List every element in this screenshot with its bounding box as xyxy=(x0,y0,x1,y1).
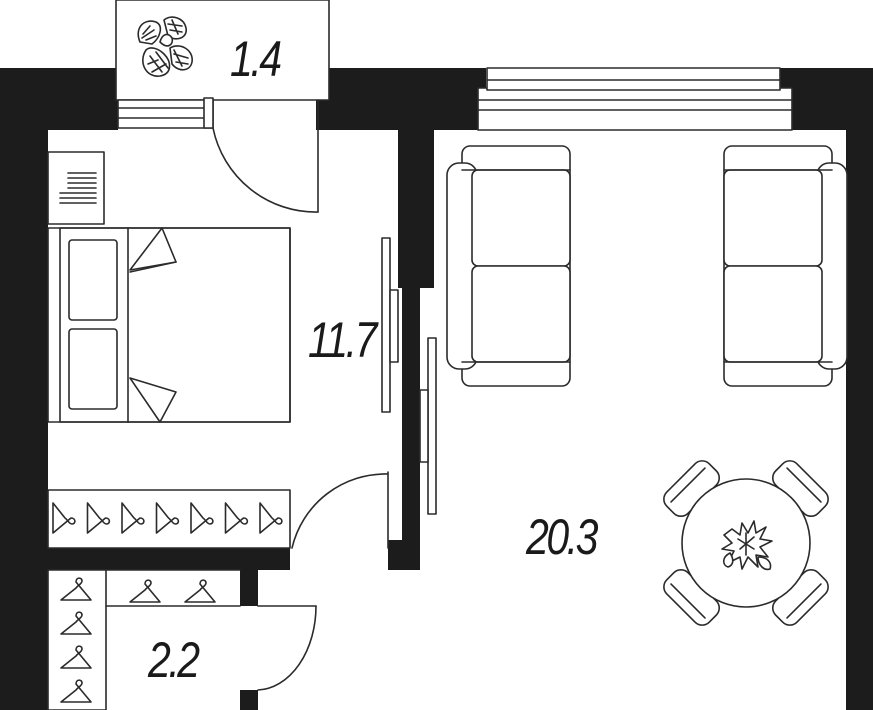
hanger-icon xyxy=(155,502,180,534)
dresser xyxy=(47,151,105,225)
hanger-icon xyxy=(129,579,161,603)
hanger-icon xyxy=(60,577,92,601)
plant-icon xyxy=(137,16,193,77)
wardrobe-icon xyxy=(47,489,291,549)
hanger-icon xyxy=(190,502,214,534)
door-icon xyxy=(291,471,389,549)
dining-table-icon xyxy=(663,460,829,626)
door-icon xyxy=(257,605,317,691)
hanger-icon xyxy=(86,502,111,534)
living-room xyxy=(446,145,848,626)
sofa-icon xyxy=(723,145,848,387)
hanger-icon xyxy=(184,579,216,603)
hanger-icon xyxy=(52,502,76,534)
flower-icon xyxy=(721,520,773,571)
bed-icon xyxy=(47,227,291,423)
area-label-closet: 2.2 xyxy=(148,632,200,688)
sliding-door xyxy=(381,237,437,515)
bedroom xyxy=(47,151,437,549)
hanger-icon xyxy=(121,502,145,534)
hanger-icon xyxy=(60,679,92,703)
door-icon xyxy=(212,99,319,213)
hanger-icon xyxy=(224,502,249,534)
area-label-living-room: 20.3 xyxy=(526,509,598,565)
hanger-icon xyxy=(60,611,92,635)
window-icon xyxy=(477,67,793,131)
area-label-bedroom: 11.7 xyxy=(308,312,377,368)
balcony xyxy=(115,0,330,213)
walls xyxy=(0,68,873,710)
sofa-icon xyxy=(446,145,571,387)
hanger-icon xyxy=(259,502,283,534)
area-label-balcony: 1.4 xyxy=(230,31,282,87)
closet xyxy=(47,569,317,710)
hanger-icon xyxy=(60,645,92,669)
